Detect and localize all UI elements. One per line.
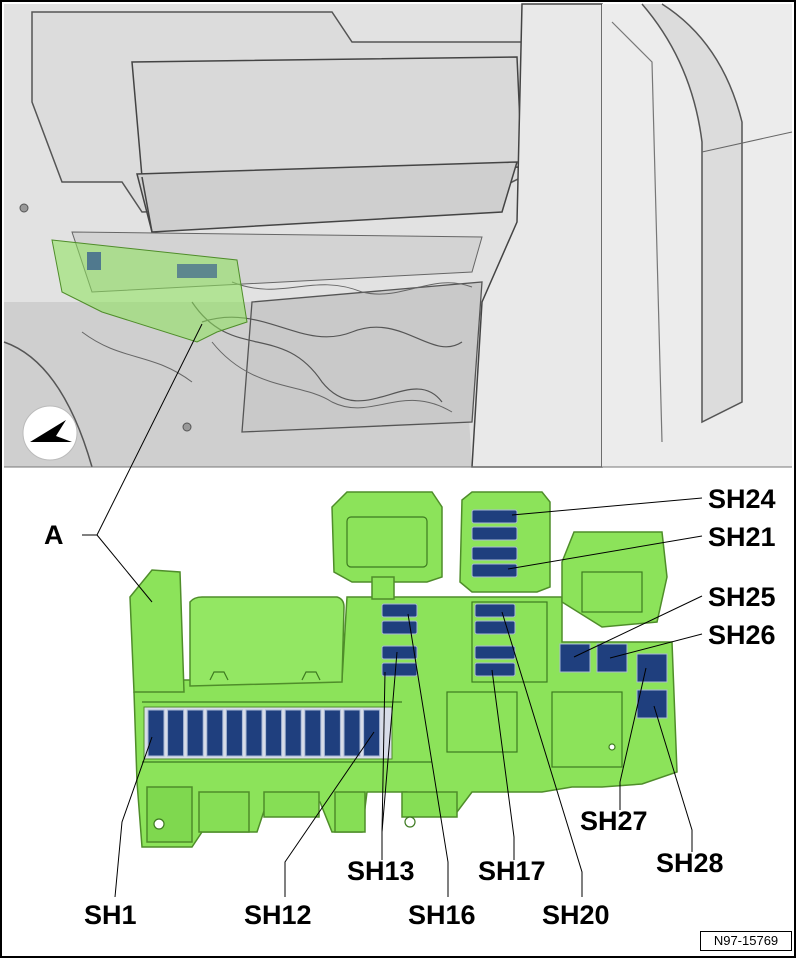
callout-leaders xyxy=(82,323,703,898)
fuse-slot xyxy=(186,709,204,757)
vehicle-interior-illustration xyxy=(3,3,793,468)
fuse-holder-body xyxy=(129,491,678,848)
label-sh28: SH28 xyxy=(656,848,724,878)
fuse-slot xyxy=(323,709,341,757)
maxi-fuses xyxy=(559,643,668,719)
fuse-slot xyxy=(363,709,381,757)
callout-a-label: A xyxy=(44,520,64,550)
fuse-row-sh1-sh12 xyxy=(143,706,393,760)
fuse-slot xyxy=(284,709,302,757)
label-sh1: SH1 xyxy=(84,900,137,930)
label-sh20: SH20 xyxy=(542,900,610,930)
fuse-slot xyxy=(225,709,243,757)
holder-details xyxy=(142,516,643,830)
fuse-slot xyxy=(245,709,263,757)
fuse-slot xyxy=(206,709,224,757)
fuse-slot xyxy=(343,709,361,757)
label-sh25: SH25 xyxy=(708,582,776,612)
label-sh12: SH12 xyxy=(244,900,312,930)
label-sh13: SH13 xyxy=(347,856,415,886)
label-sh26: SH26 xyxy=(708,620,776,650)
fuse-slot xyxy=(147,709,165,757)
label-sh16: SH16 xyxy=(408,900,476,930)
label-sh24: SH24 xyxy=(708,484,776,514)
fuse-slot xyxy=(265,709,283,757)
fuse-slot xyxy=(167,709,185,757)
fuse-slot xyxy=(304,709,322,757)
label-sh17: SH17 xyxy=(478,856,546,886)
label-sh21: SH21 xyxy=(708,522,776,552)
figure-id-label: N97-15769 xyxy=(700,931,792,951)
mini-fuse-stacks xyxy=(381,509,518,677)
direction-arrow-icon xyxy=(22,405,78,461)
label-sh27: SH27 xyxy=(580,806,648,836)
